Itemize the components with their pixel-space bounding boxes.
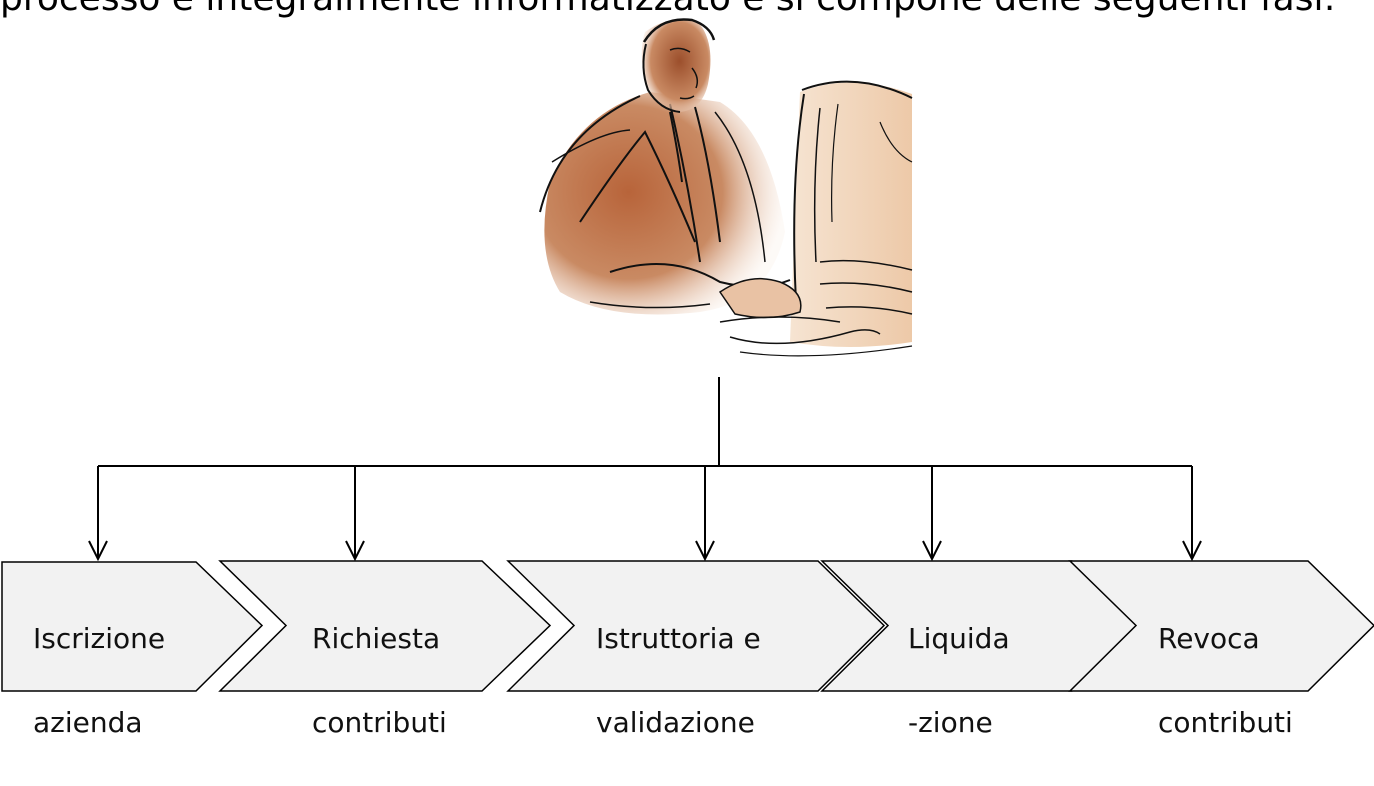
branch-arrow-2 — [345, 466, 365, 562]
step-richiesta-contributi: Richiesta contributi — [218, 560, 552, 739]
branch-arrow-5 — [1182, 466, 1202, 562]
step-label-line2: contributi — [312, 706, 447, 739]
businessman-at-computer-icon — [539, 18, 913, 357]
branch-arrow-4 — [922, 466, 942, 562]
branch-arrow-3 — [695, 466, 715, 562]
step-revoca-contributi: Revoca contributi — [1068, 560, 1374, 739]
step-label-line1: Liquida — [908, 622, 1010, 655]
branch-arrow-1 — [88, 466, 108, 562]
step-istruttoria-validazione: Istruttoria e validazione — [506, 560, 886, 739]
step-label-line1: Revoca — [1158, 622, 1260, 655]
step-label-line1: Iscrizione — [33, 622, 166, 655]
step-label-line1: Istruttoria e — [596, 622, 761, 655]
step-label-line2: azienda — [33, 706, 143, 739]
step-label-line2: contributi — [1158, 706, 1293, 739]
step-label-line2: validazione — [596, 706, 755, 739]
step-label-line1: Richiesta — [312, 622, 441, 655]
header-text: processo è integralmente informatizzato … — [0, 0, 1374, 19]
connector-lines — [88, 377, 1202, 562]
chevron-shape — [1, 561, 264, 692]
step-label-line2: -zione — [908, 706, 993, 739]
